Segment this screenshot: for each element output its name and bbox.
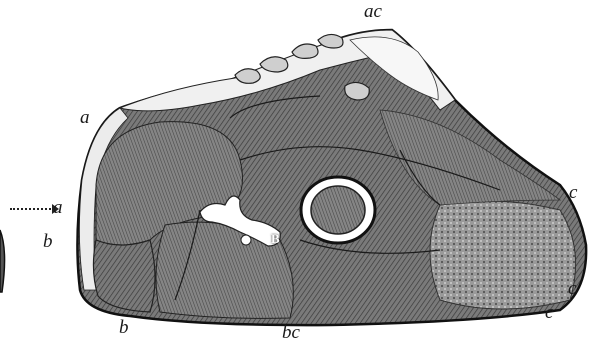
vessel-small bbox=[241, 235, 251, 245]
label-a-arrow: a bbox=[53, 198, 63, 217]
adjacent-section-edge bbox=[0, 230, 5, 292]
label-c-right-upper: c bbox=[569, 183, 577, 202]
label-c-bottom: c bbox=[545, 303, 553, 322]
bone-marrow bbox=[311, 186, 365, 234]
label-b-left: b bbox=[43, 232, 53, 251]
label-bc: bc bbox=[282, 323, 300, 342]
muscle-group-right bbox=[430, 201, 576, 309]
label-c-right-lower: c bbox=[568, 279, 576, 298]
label-b-bottom: b bbox=[119, 318, 129, 337]
pointer-arrow-line bbox=[10, 208, 54, 212]
label-ac: ac bbox=[364, 2, 382, 21]
label-B: B bbox=[271, 232, 280, 245]
label-a-upper: a bbox=[80, 108, 90, 127]
